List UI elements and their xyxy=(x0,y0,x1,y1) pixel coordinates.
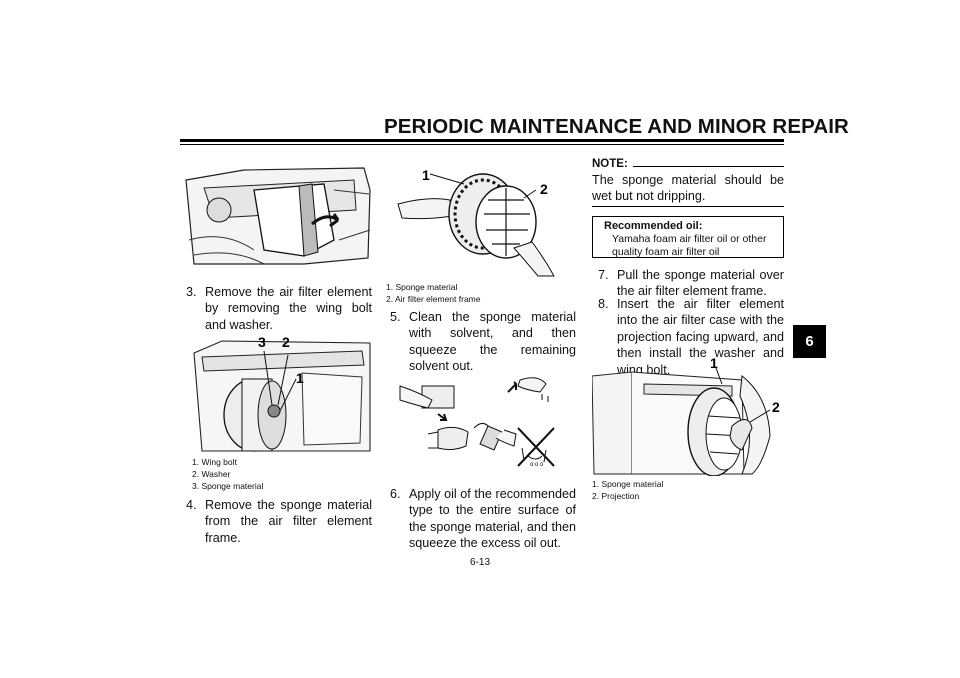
page-title: PERIODIC MAINTENANCE AND MINOR REPAIR xyxy=(384,115,849,138)
caption-item: 1. Wing bolt xyxy=(192,457,237,467)
figure-label: 2 xyxy=(282,334,290,350)
header-rule xyxy=(180,139,784,142)
step-text: Clean the sponge material with solvent, … xyxy=(409,310,576,374)
step-number: 4. xyxy=(186,498,197,512)
step-number: 6. xyxy=(390,487,401,501)
figure-caption-list: 1. Sponge material 2. Projection xyxy=(592,478,663,502)
caption-item: 3. Sponge material xyxy=(192,481,264,491)
step-text: Pull the sponge material over the air fi… xyxy=(617,268,784,299)
note-heading: NOTE: xyxy=(592,158,628,170)
step-4: 4. Remove the sponge material from the a… xyxy=(186,497,372,546)
figure-label: 2 xyxy=(772,399,780,415)
step-number: 3. xyxy=(186,285,197,299)
step-text: Apply oil of the recommended type to the… xyxy=(409,487,576,551)
step-text: Remove the air filter element by removin… xyxy=(205,285,372,332)
figure-label: 2 xyxy=(540,181,548,197)
caption-item: 2. Washer xyxy=(192,469,231,479)
figure-caption-list: 1. Sponge material 2. Air filter element… xyxy=(386,281,480,305)
recommended-oil-text: Yamaha foam air filter oil or other qual… xyxy=(612,233,767,258)
step-6: 6. Apply oil of the recommended type to … xyxy=(390,486,576,552)
step-text: Remove the sponge material from the air … xyxy=(205,498,372,545)
figure-sponge-removal: 1 2 xyxy=(388,160,578,280)
figure-label: 3 xyxy=(258,334,266,350)
figure-label: 1 xyxy=(422,167,430,183)
step-5: 5. Clean the sponge material with solven… xyxy=(390,309,576,375)
figure-label: 1 xyxy=(296,370,304,386)
figure-clean-sponge: o o o xyxy=(398,370,562,470)
header-rule-thin xyxy=(180,144,784,145)
note-rule xyxy=(633,166,784,167)
note-text: The sponge material should be wet but no… xyxy=(592,173,784,204)
figure-label: 1 xyxy=(710,356,718,371)
page-number: 6-13 xyxy=(470,557,491,568)
caption-item: 2. Projection xyxy=(592,491,640,501)
caption-item: 1. Sponge material xyxy=(386,282,458,292)
note-end-rule xyxy=(592,206,784,207)
caption-item: 2. Air filter element frame xyxy=(386,294,481,304)
figure-wing-bolt: 3 2 1 xyxy=(192,333,372,455)
section-tab[interactable]: 6 xyxy=(793,325,826,358)
step-text: Insert the air filter element into the a… xyxy=(617,297,784,377)
step-8: 8. Insert the air filter element into th… xyxy=(598,296,784,378)
figure-air-filter-cover xyxy=(184,160,372,272)
step-number: 8. xyxy=(598,297,609,311)
recommended-oil-box: Recommended oil: Yamaha foam air filter … xyxy=(592,216,784,258)
caption-item: 1. Sponge material xyxy=(592,479,664,489)
figure-caption-list: 1. Wing bolt 2. Washer 3. Sponge materia… xyxy=(192,456,263,492)
step-number: 5. xyxy=(390,310,401,324)
figure-install-filter: 1 2 xyxy=(592,356,784,476)
step-7: 7. Pull the sponge material over the air… xyxy=(598,267,784,300)
svg-text:o o o: o o o xyxy=(530,462,544,468)
step-number: 7. xyxy=(598,268,609,282)
recommended-oil-heading: Recommended oil: xyxy=(604,220,703,232)
step-3: 3. Remove the air filter element by remo… xyxy=(186,284,372,333)
